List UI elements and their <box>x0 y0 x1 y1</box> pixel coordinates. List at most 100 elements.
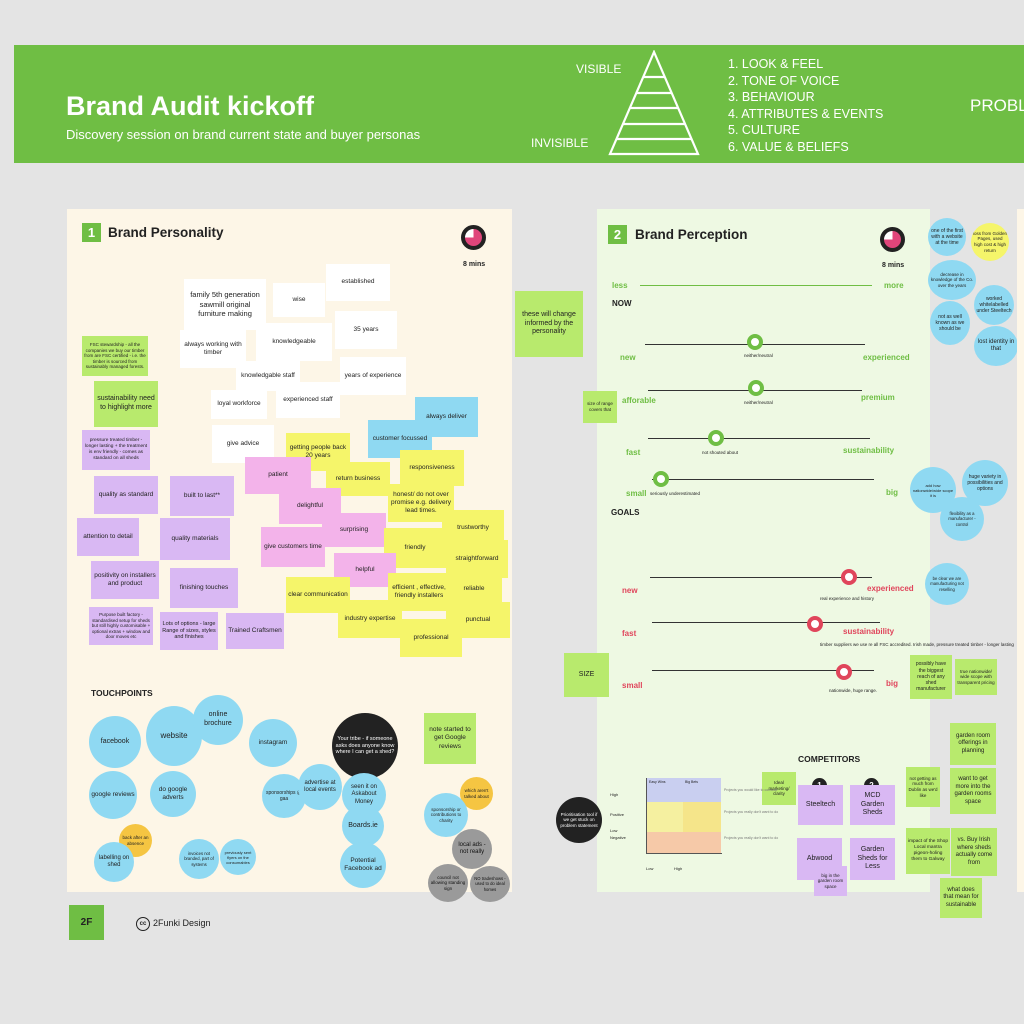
sticky-note[interactable]: responsiveness <box>400 450 464 486</box>
sticky-note[interactable]: knowledgable staff <box>236 361 300 391</box>
sticky-note[interactable]: knowledgeable <box>256 323 332 361</box>
sticky-note[interactable]: years of experience <box>340 357 406 395</box>
touchpoint-circle[interactable]: Potential Facebook ad <box>340 842 386 888</box>
note-circle[interactable]: be clear we are manufacturing not resell… <box>925 563 969 605</box>
logo-icon: 2F <box>69 905 104 940</box>
sticky-note[interactable]: built to last** <box>170 476 234 516</box>
slider-marker[interactable] <box>807 616 823 632</box>
sticky-note[interactable]: size of range covers that <box>583 391 617 423</box>
sticky-note[interactable]: reliable <box>446 571 502 607</box>
timer-icon[interactable] <box>461 225 486 250</box>
sticky-note[interactable]: want to get more into the garden rooms s… <box>950 768 996 814</box>
sticky-note[interactable]: quality materials <box>160 518 230 560</box>
touchpoint-circle[interactable]: online brochure <box>193 695 243 745</box>
competitor-note[interactable]: Steeltech <box>798 785 843 825</box>
touchpoints-title: TOUCHPOINTS <box>91 688 153 698</box>
note-circle[interactable]: flexibility as a manufacturer - control <box>940 497 984 541</box>
sticky-note[interactable]: quality as standard <box>94 476 158 514</box>
sticky-note[interactable]: finishing touches <box>170 568 238 608</box>
scale-line <box>640 285 872 286</box>
sticky-note[interactable]: industry expertise <box>338 600 402 638</box>
slider-marker[interactable] <box>747 334 763 350</box>
header-banner: Brand Audit kickoff Discovery session on… <box>14 45 1024 163</box>
sticky-note[interactable]: Trained Craftsmen <box>226 613 284 649</box>
page-subtitle: Discovery session on brand current state… <box>66 127 421 142</box>
sticky-note[interactable]: surprising <box>322 513 386 547</box>
now-heading: NOW <box>612 299 632 308</box>
sticky-note[interactable]: not getting as much from Dublin as we'd … <box>906 767 940 807</box>
slider-marker[interactable] <box>653 471 669 487</box>
sticky-note[interactable]: attention to detail <box>77 518 139 556</box>
touchpoint-circle[interactable]: local ads - not really <box>452 829 492 869</box>
touchpoint-circle[interactable]: previously sent flyers on the consumable… <box>220 839 256 875</box>
note-circle[interactable]: worked whitelabelled under Steeltech <box>974 285 1014 325</box>
touchpoint-circle[interactable]: Boards.ie <box>342 805 384 847</box>
touchpoint-circle[interactable]: invoices not branded, part of systems <box>179 839 219 879</box>
level-item: 4. ATTRIBUTES & EVENTS <box>728 106 884 121</box>
sticky-note[interactable]: garden room offerings in planning <box>950 723 996 765</box>
timer-icon[interactable] <box>880 227 905 252</box>
sticky-note[interactable]: always deliver <box>415 397 478 437</box>
note-circle[interactable]: decrease in knowledge of the Co. over th… <box>928 260 976 300</box>
sticky-note[interactable]: positivity on installers and product <box>91 561 159 599</box>
matrix-positive-label: Positive <box>610 812 625 817</box>
sticky-note[interactable]: pressure treated timber - longer lasting… <box>82 430 150 470</box>
competitor-note[interactable]: Garden Sheds for Less <box>850 838 895 880</box>
sticky-note[interactable]: Lots of options - large Range of sizes, … <box>160 612 218 650</box>
sticky-note[interactable]: wise <box>273 283 325 317</box>
sticky-note[interactable]: impact of the Shop Local mantra pigeon-h… <box>906 828 950 874</box>
slider-marker[interactable] <box>708 430 724 446</box>
touchpoint-circle[interactable]: NO tradeshows - used to do ideal homes <box>470 866 510 902</box>
sticky-note[interactable]: true nationwide/ wide scope with transpa… <box>955 659 997 695</box>
note-circle[interactable]: Prioritisation tool if we get stuck on p… <box>556 797 602 843</box>
touchpoint-circle[interactable]: back after an absence <box>119 824 152 857</box>
section-number: 1 <box>82 223 101 242</box>
note-circle[interactable]: one of the first with a website at the t… <box>928 218 966 256</box>
matrix-note: Projects you really don't want to do <box>724 836 779 840</box>
sticky-note[interactable]: professional <box>400 619 462 657</box>
competitor-note[interactable]: big in the garden room space <box>814 866 847 896</box>
sticky-note[interactable]: give customers time <box>261 527 325 567</box>
note-circle[interactable]: loss from Golden Pages, used high cost &… <box>971 223 1009 261</box>
sticky-note[interactable]: sustainability need to highlight more <box>94 381 158 427</box>
touchpoint-circle[interactable]: Your tribe - if someone asks does anyone… <box>332 713 398 779</box>
marker-note: not shouted about <box>702 450 739 455</box>
matrix-x-high: High <box>674 866 683 871</box>
sticky-note[interactable]: always working with timber <box>180 330 246 368</box>
slider-marker[interactable] <box>836 664 852 680</box>
sticky-note[interactable]: experienced staff <box>276 382 340 418</box>
touchpoint-circle[interactable]: google reviews <box>89 771 137 819</box>
touchpoint-circle[interactable]: facebook <box>89 716 141 768</box>
touchpoint-circle[interactable]: sponsorship or contributions to charity <box>424 793 468 837</box>
touchpoint-circle[interactable]: instagram <box>249 719 297 767</box>
note-circle[interactable]: not as well known as we should be <box>930 301 970 345</box>
touchpoint-circle[interactable]: advertise at local events <box>298 764 342 810</box>
next-section-label: PROBL <box>970 96 1024 115</box>
sticky-note[interactable]: loyal workforce <box>211 390 267 419</box>
slider-marker[interactable] <box>841 569 857 585</box>
sticky-note[interactable]: patient <box>245 457 311 494</box>
sticky-note[interactable]: Ideal marketing/ clarity <box>762 772 796 805</box>
sticky-note[interactable]: what does that mean for sustainable <box>940 878 982 918</box>
sticky-note[interactable]: family 5th generation sawmill original f… <box>184 279 266 330</box>
sticky-note[interactable]: 35 years <box>335 311 397 349</box>
competitor-note[interactable]: MCD Garden Sheds <box>850 785 895 825</box>
sticky-note[interactable]: Purpose built factory - standardised set… <box>89 607 153 645</box>
sticky-note[interactable]: vs. Buy Irish where sheds actually come … <box>951 828 997 876</box>
sticky-note[interactable]: clear communication <box>286 577 350 613</box>
scale-line <box>648 438 870 439</box>
touchpoint-circle[interactable]: labelling on shed <box>94 842 134 882</box>
sticky-note[interactable]: FSC stewardship - all the companies we b… <box>82 336 148 376</box>
sticky-note[interactable]: these will change informed by the person… <box>515 291 583 357</box>
touchpoint-circle[interactable]: website <box>146 706 202 766</box>
sticky-note[interactable]: SIZE <box>564 653 609 697</box>
sticky-note[interactable]: possibly have the biggest reach of any s… <box>910 655 952 699</box>
note-circle[interactable]: lost identity in that <box>974 326 1018 366</box>
matrix-note: Projects you would like to consider <box>724 788 778 792</box>
touchpoint-circle[interactable]: council not allowing standing sign <box>428 864 468 902</box>
sticky-note[interactable]: note started to get Google reviews <box>424 713 476 764</box>
touchpoint-circle[interactable]: do google adverts <box>150 771 196 817</box>
slider-marker[interactable] <box>748 380 764 396</box>
sticky-note[interactable]: give advice <box>212 425 274 463</box>
sticky-note[interactable]: established <box>326 264 390 301</box>
